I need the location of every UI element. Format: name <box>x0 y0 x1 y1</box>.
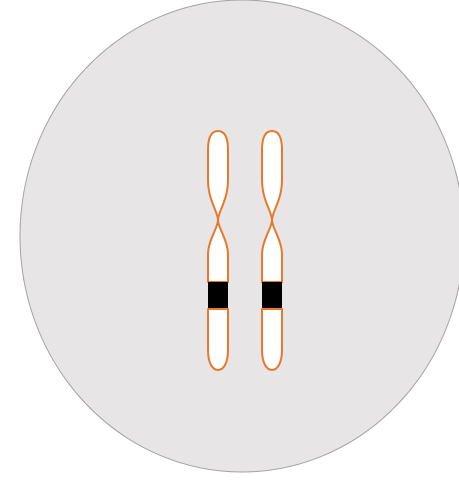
chromosome-left-band <box>208 282 228 309</box>
chromosome-left <box>208 131 228 370</box>
cell-body <box>20 0 459 472</box>
chromosome-right-band <box>262 282 282 309</box>
chromosome-right <box>262 131 282 370</box>
chromosome-right-long-arm-lower <box>262 309 282 370</box>
chromosome-left-long-arm-lower <box>208 309 228 370</box>
